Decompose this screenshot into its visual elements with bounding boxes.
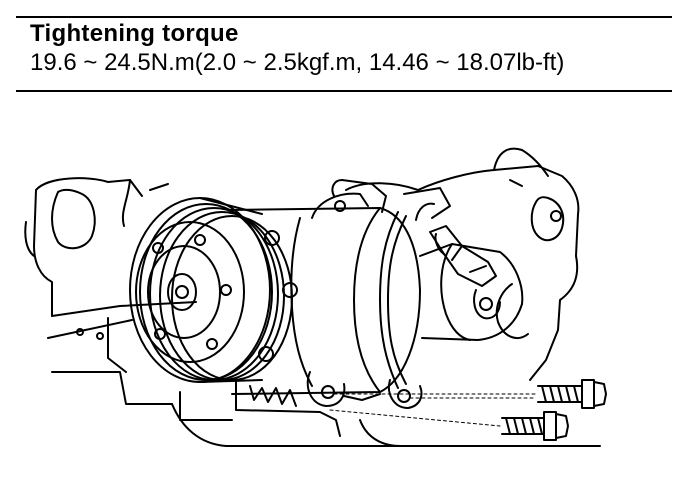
mounting-bracket bbox=[235, 371, 423, 437]
spec-box: Tightening torque 19.6 ~ 24.5N.m(2.0 ~ 2… bbox=[16, 20, 672, 78]
torque-spec: 19.6 ~ 24.5N.m(2.0 ~ 2.5kgf.m, 14.46 ~ 1… bbox=[30, 49, 565, 76]
pulley bbox=[129, 197, 293, 383]
header-bottom-rule bbox=[16, 90, 672, 92]
bolt-leader-lines bbox=[329, 393, 537, 427]
header-top-rule bbox=[16, 16, 672, 18]
engine-block bbox=[24, 147, 601, 447]
mounting-bolt-upper bbox=[537, 379, 607, 409]
compressor-body bbox=[229, 187, 524, 395]
spec-title: Tightening torque bbox=[30, 20, 239, 47]
clutch-bolts bbox=[152, 230, 298, 362]
mounting-bolt-lower bbox=[501, 411, 569, 441]
refrigerant-fitting bbox=[331, 179, 501, 320]
